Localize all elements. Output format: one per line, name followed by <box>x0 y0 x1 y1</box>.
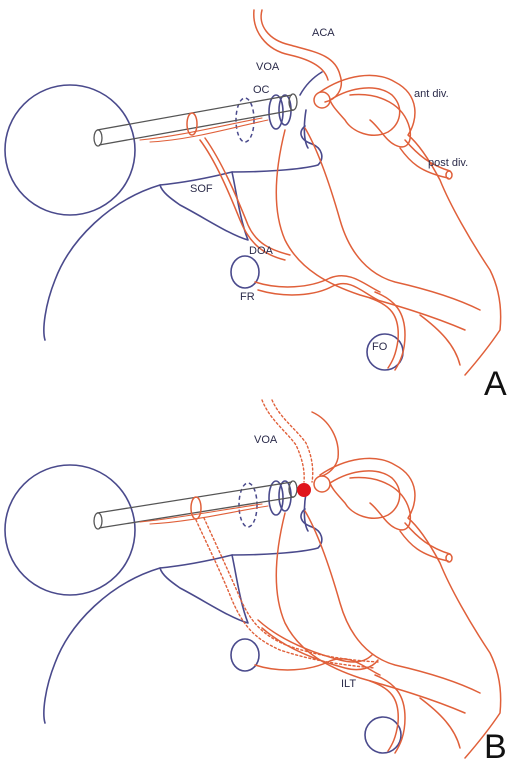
label-ilt: ILT <box>341 678 356 690</box>
aca-top-b <box>312 412 338 476</box>
aca-bulb <box>314 92 330 108</box>
label-fr: FR <box>240 291 255 303</box>
distal-branch-b <box>420 698 460 748</box>
dotted-recurrent-2 <box>204 518 378 662</box>
ant-div-vessel <box>350 95 410 147</box>
post-div-end <box>446 171 452 179</box>
label-aca: ACA <box>312 27 335 39</box>
panel-a: ACA VOA OC ant div. post div. SOF DOA FR… <box>5 10 507 403</box>
ica-outline <box>320 75 501 375</box>
clinoid-outline <box>300 72 322 95</box>
globe-circle <box>5 85 135 215</box>
voa-vessel <box>200 140 285 260</box>
dotted-recurrent <box>196 520 375 668</box>
fo-branch <box>370 298 398 368</box>
panel-letter-a: A <box>484 365 507 403</box>
ilt-vessel <box>258 620 372 662</box>
aca-bulb-b <box>314 476 330 492</box>
post-div-vessel-b-2 <box>405 523 450 554</box>
label-fo: FO <box>372 341 388 353</box>
occlusion-dot <box>297 483 311 497</box>
label-voa-b: VOA <box>254 434 278 446</box>
ica-cavernous-b-2 <box>276 513 465 713</box>
globe-circle-b <box>5 465 135 595</box>
panel-letter-b: B <box>484 728 507 765</box>
label-doa: DOA <box>249 245 274 257</box>
cannula-b <box>94 481 297 529</box>
label-sof: SOF <box>190 183 213 195</box>
ica-outline-b <box>320 458 501 758</box>
sof-outline-b <box>160 555 248 623</box>
post-div-end-b <box>446 554 452 562</box>
label-oc: OC <box>253 84 270 96</box>
middle-fossa-outline <box>44 185 160 340</box>
ophthalmic-branch-2 <box>150 120 268 142</box>
distal-branch <box>420 315 460 365</box>
panel-b: VOA ILT B <box>5 400 507 765</box>
label-ant-div: ant div. <box>414 88 449 100</box>
artery-loop-b <box>191 497 201 519</box>
foramen-rotundum-b <box>231 639 259 671</box>
ilt-vessel-2 <box>262 628 378 670</box>
ant-div-vessel-b <box>350 478 410 530</box>
ophthalmic-branch-b-2 <box>150 506 268 524</box>
middle-fossa-outline-b <box>44 568 160 723</box>
foramen-rotundum <box>231 256 259 288</box>
label-post-div: post div. <box>428 157 468 169</box>
fo-branch-b <box>370 681 398 751</box>
ophthalmic-branch <box>140 118 262 140</box>
aca-vessel <box>261 10 341 102</box>
label-voa: VOA <box>256 61 280 73</box>
